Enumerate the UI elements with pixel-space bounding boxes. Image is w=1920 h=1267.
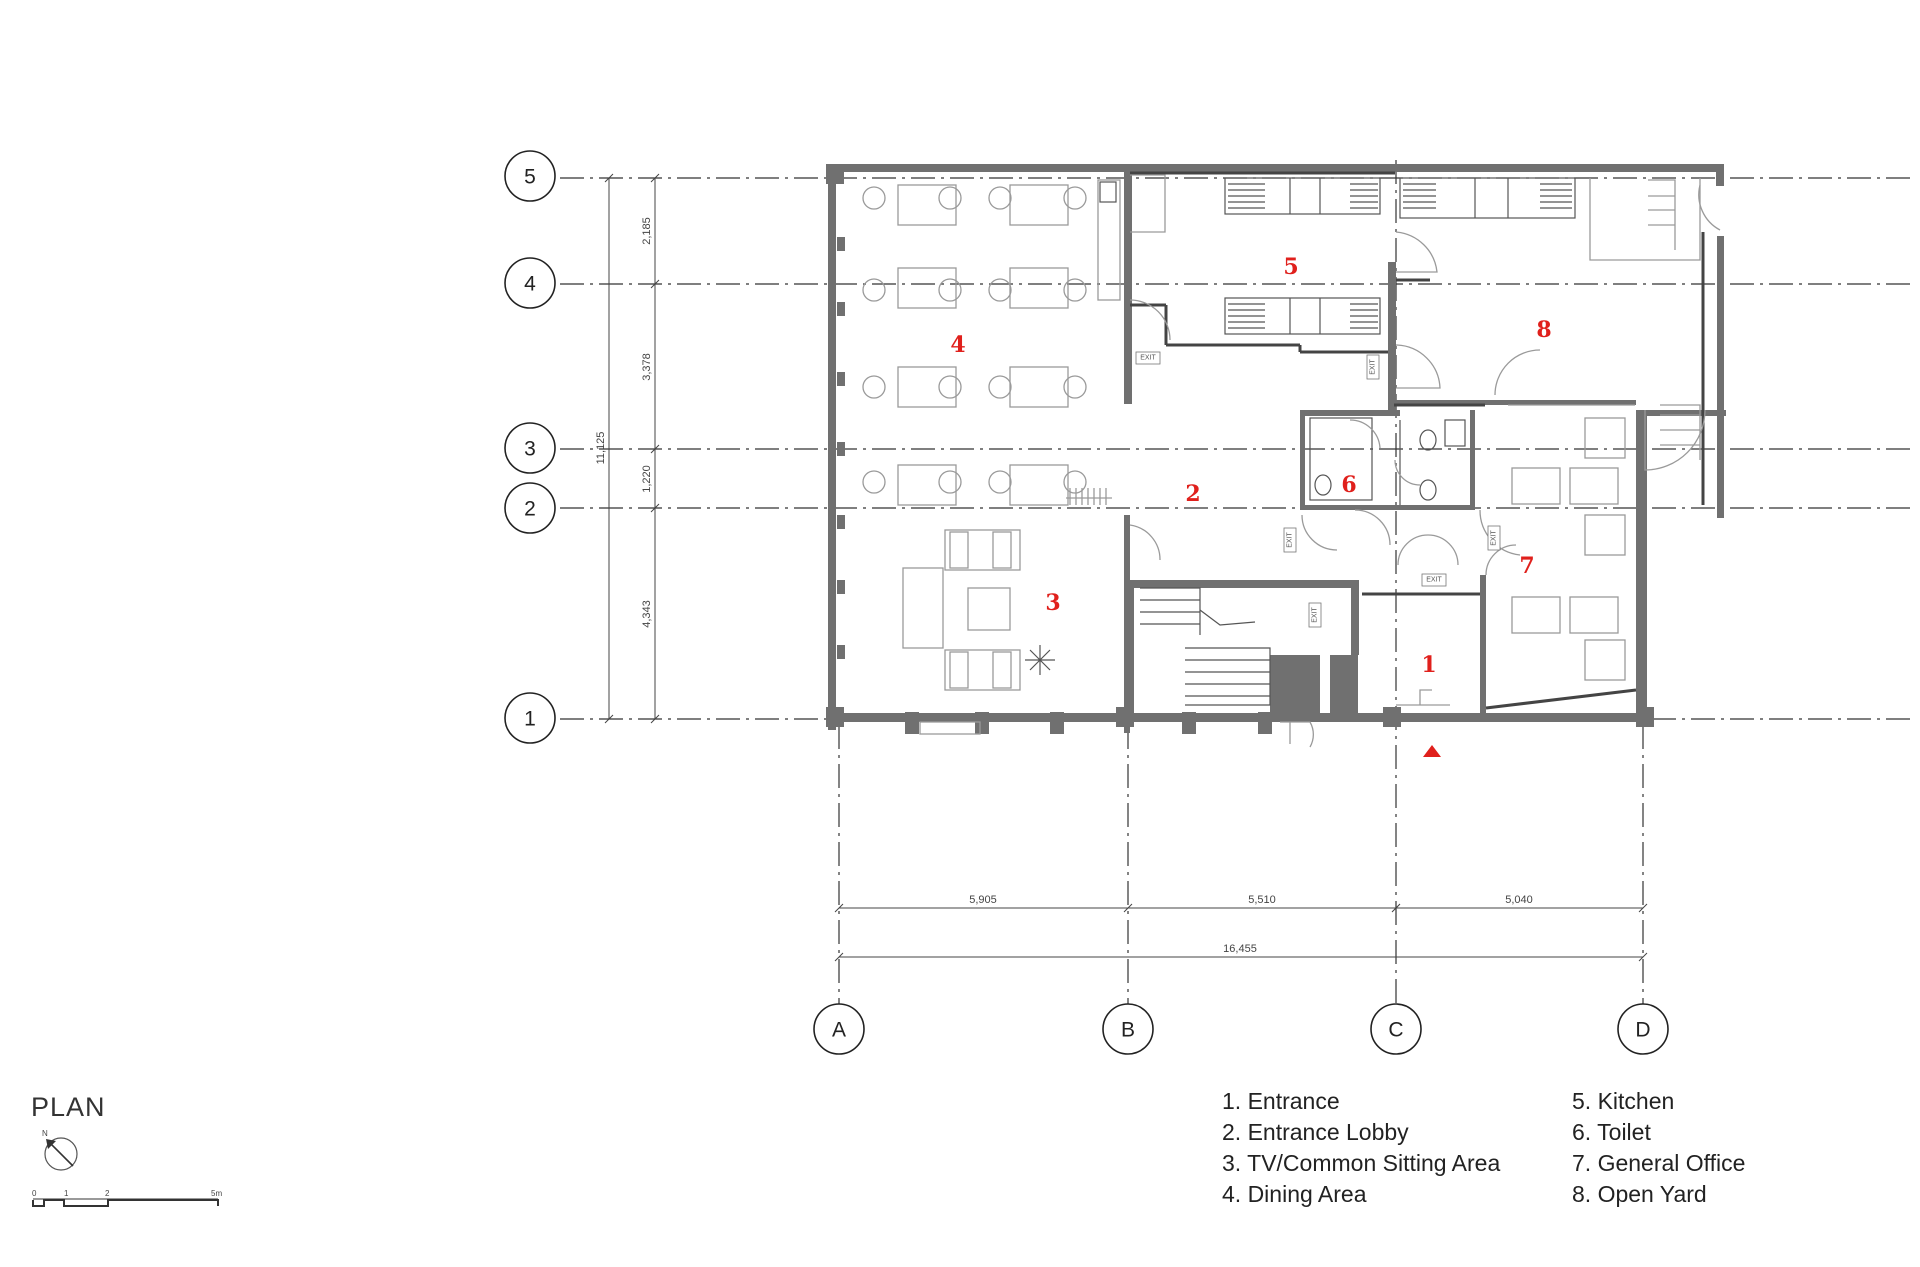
structural-columns bbox=[826, 164, 1654, 734]
exit-sign-3: EXIT bbox=[1283, 527, 1297, 553]
open-yard-features bbox=[1589, 178, 1721, 471]
toilet-fixtures bbox=[1309, 417, 1466, 505]
exit-sign-label: EXIT bbox=[1312, 606, 1319, 622]
exit-sign-1: EXIT bbox=[1135, 351, 1161, 365]
exterior-walls bbox=[828, 164, 1726, 730]
row-bubble-2: 2 bbox=[504, 482, 556, 534]
room-number-1: 1 bbox=[1421, 652, 1436, 678]
row-label-5: 5 bbox=[524, 166, 536, 189]
dimension-lines-vertical: 2,185 3,378 1,220 4,343 11,125 bbox=[595, 173, 660, 724]
row-bubble-4: 4 bbox=[504, 257, 556, 309]
scale-label-1: 1 bbox=[64, 1189, 69, 1198]
dimension-total-horizontal: 16,455 bbox=[1223, 943, 1257, 955]
scale-label-0: 0 bbox=[32, 1189, 37, 1198]
room-number-8: 8 bbox=[1536, 317, 1551, 343]
column-bubble-b: B bbox=[1102, 1003, 1154, 1055]
room-number-7: 7 bbox=[1519, 553, 1534, 579]
row-label-1: 1 bbox=[524, 708, 536, 731]
kitchen-furniture bbox=[1129, 174, 1576, 396]
column-label-c: C bbox=[1388, 1019, 1403, 1042]
legend-item-kitchen: 5. Kitchen bbox=[1572, 1088, 1675, 1114]
dimension-5-4: 2,185 bbox=[641, 217, 653, 245]
staircase bbox=[1140, 587, 1271, 706]
dining-furniture bbox=[862, 179, 1121, 506]
interior-walls bbox=[1124, 164, 1647, 733]
entrance-arrow-icon bbox=[1423, 745, 1441, 757]
row-bubble-5: 5 bbox=[504, 150, 556, 202]
legend-item-dining-area: 4. Dining Area bbox=[1222, 1181, 1367, 1207]
exit-sign-2: EXIT bbox=[1366, 354, 1380, 380]
column-label-a: A bbox=[832, 1019, 846, 1042]
exit-sign-label: EXIT bbox=[1287, 531, 1294, 547]
row-label-2: 2 bbox=[524, 498, 536, 521]
exit-sign-label: EXIT bbox=[1140, 355, 1156, 362]
row-bubble-1: 1 bbox=[504, 692, 556, 744]
row-label-3: 3 bbox=[524, 438, 536, 461]
dimension-2-1: 4,343 bbox=[641, 600, 653, 628]
room-number-2: 2 bbox=[1185, 481, 1200, 507]
row-bubble-3: 3 bbox=[504, 422, 556, 474]
dimension-a-b: 5,905 bbox=[969, 894, 997, 906]
north-label: N bbox=[42, 1129, 48, 1138]
exit-sign-4: EXIT bbox=[1421, 573, 1447, 587]
office-furniture bbox=[1479, 404, 1635, 681]
lobby-features bbox=[1129, 509, 1459, 748]
exit-sign-label: EXIT bbox=[1491, 529, 1498, 545]
dimension-4-3: 3,378 bbox=[641, 353, 653, 381]
sitting-area-furniture bbox=[902, 529, 1055, 735]
legend-right: 5. Kitchen 6. Toilet 7. General Office 8… bbox=[1572, 1086, 1745, 1210]
legend-item-sitting-area: 3. TV/Common Sitting Area bbox=[1222, 1150, 1501, 1176]
room-number-6: 6 bbox=[1341, 472, 1356, 498]
dimension-lines-horizontal: 5,905 5,510 5,040 16,455 bbox=[834, 894, 1648, 962]
column-label-b: B bbox=[1121, 1019, 1135, 1042]
exit-sign-5: EXIT bbox=[1487, 525, 1501, 551]
legend-item-open-yard: 8. Open Yard bbox=[1572, 1181, 1707, 1207]
legend-item-general-office: 7. General Office bbox=[1572, 1150, 1746, 1176]
column-label-d: D bbox=[1635, 1019, 1650, 1042]
partitions bbox=[1130, 171, 1705, 710]
scale-label-5m: 5m bbox=[211, 1189, 222, 1198]
column-bubble-c: C bbox=[1370, 1003, 1422, 1055]
legend-item-entrance: 1. Entrance bbox=[1222, 1088, 1340, 1114]
scale-bar: 0 1 2 5m bbox=[32, 1189, 222, 1207]
row-label-4: 4 bbox=[524, 273, 536, 296]
exit-sign-label: EXIT bbox=[1370, 358, 1377, 374]
dimension-c-d: 5,040 bbox=[1505, 894, 1533, 906]
north-arrow-icon: N bbox=[42, 1129, 78, 1171]
exit-sign-6: EXIT bbox=[1308, 602, 1322, 628]
room-number-4: 4 bbox=[950, 332, 965, 358]
legend-item-entrance-lobby: 2. Entrance Lobby bbox=[1222, 1119, 1409, 1145]
legend-item-toilet: 6. Toilet bbox=[1572, 1119, 1651, 1145]
dimension-b-c: 5,510 bbox=[1248, 894, 1276, 906]
exit-sign-label: EXIT bbox=[1426, 577, 1442, 584]
dimension-3-2: 1,220 bbox=[641, 465, 653, 493]
plan-title: PLAN bbox=[31, 1092, 106, 1122]
dimension-total-vertical: 11,125 bbox=[595, 432, 607, 465]
column-bubble-a: A bbox=[813, 1003, 865, 1055]
column-bubble-d: D bbox=[1617, 1003, 1669, 1055]
room-number-5: 5 bbox=[1283, 254, 1298, 280]
room-number-3: 3 bbox=[1045, 590, 1060, 616]
legend-left: 1. Entrance 2. Entrance Lobby 3. TV/Comm… bbox=[1222, 1086, 1500, 1210]
scale-label-2: 2 bbox=[105, 1189, 110, 1198]
